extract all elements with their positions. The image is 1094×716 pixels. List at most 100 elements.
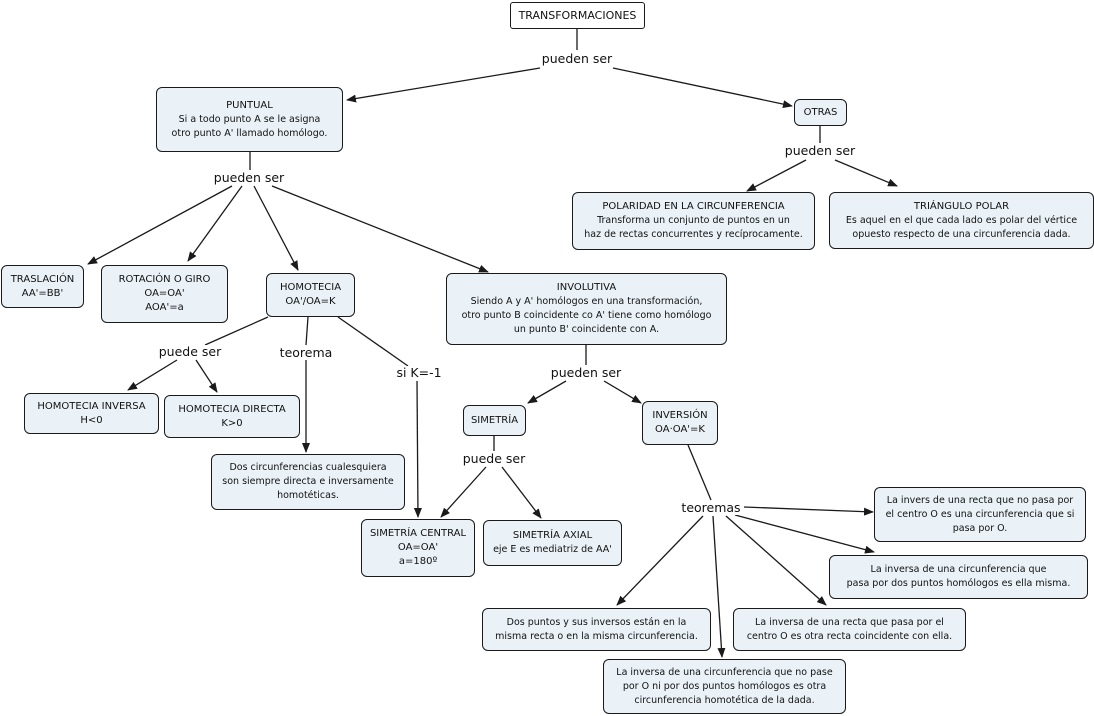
node-text: un punto B' coincidente con A. [513,324,660,335]
node-teorema-dos-puntos[interactable]: Dos puntos y sus inversos están en la mi… [482,608,711,651]
node-text: a=180º [398,556,438,567]
node-traslacion[interactable]: TRASLACIÓN AA'=BB' [1,265,84,308]
node-homotecia-directa[interactable]: HOMOTECIA DIRECTA K>0 [164,395,300,438]
edge-to-otras [612,67,793,109]
node-teorema-circ-no-pasa[interactable]: La inversa de una circunferencia que no … [603,659,846,714]
edge-to-puntual [346,67,541,103]
edge-inversion-label [687,444,712,501]
edge-to-t-dos-puntos [616,515,704,606]
label-homotecia-si-k: si K=-1 [393,366,445,380]
node-title: OTRAS [803,106,838,118]
node-text: OA=OA' [144,288,185,299]
node-polaridad[interactable]: POLARIDAD EN LA CIRCUNFERENCIA Transform… [572,192,815,250]
edge-to-polaridad [746,159,807,192]
edge-to-homotecia [253,185,299,271]
label-homotecia-teorema: teorema [276,346,336,360]
node-homotecia-inversa[interactable]: HOMOTECIA INVERSA H<0 [24,393,159,434]
node-text: La invers de una recta que no pasa por [886,494,1074,506]
edge-to-triangulo [834,159,898,187]
node-text: pasa por O. [952,522,1008,534]
node-involutiva[interactable]: INVOLUTIVA Siendo A y A' homólogos en un… [446,273,727,345]
edge-to-sim-central [413,380,422,518]
node-title: PUNTUAL [226,99,273,111]
node-text: homotéticas. [277,490,339,501]
node-text: Dos circunferencias cualesquiera [229,462,387,473]
node-teorema-recta-no-pasa[interactable]: La invers de una recta que no pasa por e… [874,487,1086,542]
edge-to-traslacion [87,185,233,265]
edge-to-rotacion [187,185,243,262]
node-text: OA=OA' [397,542,439,553]
edge-to-sim-axial [501,466,542,519]
node-title: TRASLACIÓN [10,273,75,285]
node-dos-circunferencias[interactable]: Dos circunferencias cualesquiera son sie… [211,454,405,510]
node-text: Transforma un conjunto de puntos en un [597,215,790,226]
node-text: eje E es mediatriz de AA' [493,544,612,555]
node-title: SIMETRÍA CENTRAL [369,528,467,539]
node-puntual[interactable]: PUNTUAL Si a todo punto A se le asigna o… [156,87,343,152]
node-text: haz de rectas concurrentes y recíprocame… [584,229,803,240]
node-text: Si a todo punto A se le asigna [178,113,321,125]
root-node-transformaciones[interactable]: TRANSFORMACIONES [510,2,645,29]
node-title: SIMETRÍA [470,414,519,426]
node-text: por O ni por dos puntos homólogos es otr… [622,680,827,692]
label-simetria-puede-ser: puede ser [459,452,529,466]
label-puntual-pueden-ser: pueden ser [210,171,288,185]
label-root-pueden-ser: pueden ser [538,52,616,66]
edge-hom-puede [204,316,269,346]
node-title: ROTACIÓN O GIRO [118,274,211,285]
node-text: misma recta o en la misma circunferencia… [495,630,698,642]
node-text: K>0 [221,417,243,429]
node-simetria-axial[interactable]: SIMETRÍA AXIAL eje E es mediatriz de AA' [483,520,622,566]
edge-to-involutiva [271,185,489,273]
node-rotacion[interactable]: ROTACIÓN O GIRO OA=OA' AOA'=a [101,265,228,323]
node-simetria[interactable]: SIMETRÍA [463,405,526,436]
node-text: La inversa de una recta que pasa por el [755,616,944,628]
edge-to-simetria [527,380,567,404]
label-homotecia-puede-ser: puede ser [155,345,225,359]
node-text: AA'=BB' [21,287,64,299]
node-title: HOMOTECIA [279,282,342,293]
edge-to-t-recta-si [725,515,827,606]
node-teorema-recta-pasa[interactable]: La inversa de una recta que pasa por el … [733,608,966,651]
edge-to-t-circ-hom [734,514,875,554]
edge-to-t-recta-no [743,506,874,516]
node-text: Es aquel en el que cada lado es polar de… [845,214,1078,226]
node-text: H<0 [80,414,103,426]
edge-hom-sik [337,316,409,367]
node-text: pasa por dos puntos homólogos es ella mi… [846,578,1071,589]
node-title: SIMETRÍA AXIAL [512,530,593,541]
node-triangulo-polar[interactable]: TRIÁNGULO POLAR Es aquel en el que cada … [829,192,1094,249]
node-text: OA'/OA=K [285,296,336,307]
node-simetria-central[interactable]: SIMETRÍA CENTRAL OA=OA' a=180º [361,519,475,577]
node-homotecia[interactable]: HOMOTECIA OA'/OA=K [266,273,355,317]
node-title: TRIÁNGULO POLAR [913,200,1010,212]
node-text: AOA'=a [145,302,184,313]
label-otras-pueden-ser: pueden ser [781,144,859,158]
node-text: Dos puntos y sus inversos están en la [506,616,687,628]
edge-to-hom-directa [195,359,218,393]
node-title: INVOLUTIVA [556,282,617,293]
edge-to-hom-inversa [127,359,178,391]
node-text: La inversa de una circunferencia que no … [616,666,833,678]
node-text: otro punto B coincidente co A' tiene com… [461,310,712,321]
node-teorema-circ-homologos[interactable]: La inversa de una circunferencia que pas… [829,555,1088,599]
edge-to-t-circ-no [712,515,726,658]
node-title: INVERSIÓN [652,410,708,421]
edge-to-sim-central-2 [440,466,487,518]
edge-hom-teorema [305,316,309,346]
node-text: circunferencia homotética de la dada. [634,694,815,706]
node-title: HOMOTECIA DIRECTA [178,403,286,415]
node-inversion[interactable]: INVERSIÓN OA·OA'=K [642,401,718,445]
node-text: otro punto A' llamado homólogo. [171,127,328,139]
node-title: HOMOTECIA INVERSA [37,400,146,412]
node-text: Siendo A y A' homólogos en una transform… [470,296,703,307]
node-text: La inversa de una circunferencia que [870,564,1047,575]
node-text: OA·OA'=K [655,424,705,435]
label-inversion-teoremas: teoremas [678,501,744,515]
node-text: centro O es otra recta coincidente con e… [746,630,953,642]
node-otras[interactable]: OTRAS [794,99,847,126]
node-text: el centro O es una circunferencia que si [885,508,1075,520]
node-text: son siempre directa e inversamente [222,476,394,487]
label-involutiva-pueden-ser: pueden ser [547,366,625,380]
